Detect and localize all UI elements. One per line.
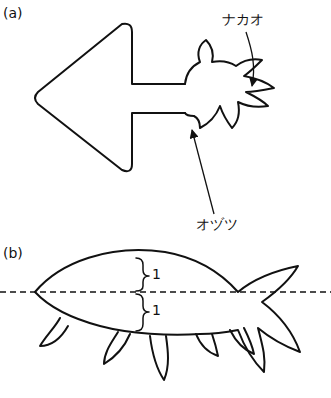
part-label: オヅツ bbox=[196, 217, 238, 232]
dimension-label: 1 bbox=[152, 267, 161, 282]
side-view-fin bbox=[230, 328, 254, 354]
side-view-fin bbox=[196, 334, 218, 356]
side-view-fin bbox=[40, 318, 68, 346]
brace bbox=[136, 294, 149, 331]
part-label: ナカオ bbox=[222, 12, 264, 27]
dimension-label: 1 bbox=[152, 303, 161, 318]
centre-line bbox=[0, 291, 331, 293]
leader-arrow bbox=[246, 32, 254, 86]
side-view-fin bbox=[104, 332, 130, 364]
side-view-fin bbox=[150, 336, 168, 380]
brace bbox=[136, 258, 149, 291]
leader-arrow bbox=[192, 130, 214, 214]
top-view-tail bbox=[185, 40, 274, 128]
top-view-body bbox=[35, 24, 185, 171]
figure-label: (a) bbox=[3, 6, 23, 21]
figure-label: (b) bbox=[3, 246, 23, 261]
